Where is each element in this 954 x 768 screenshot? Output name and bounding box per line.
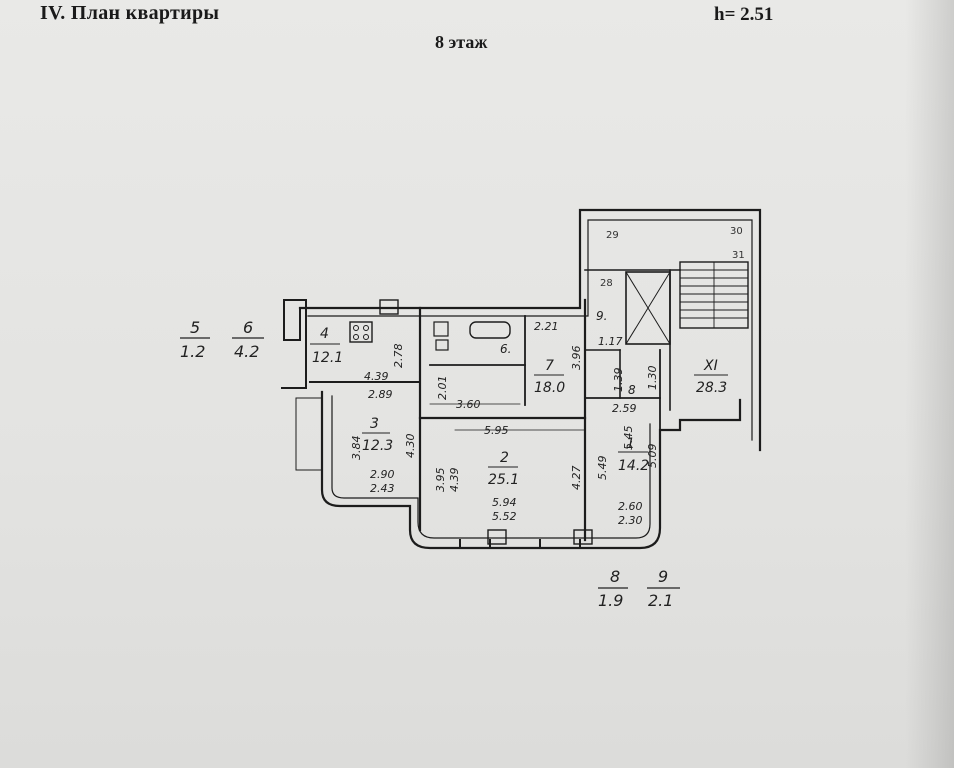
dimension: 1.17: [598, 335, 623, 348]
dimension: 3.60: [456, 398, 481, 411]
dimension: 4.27: [570, 466, 583, 491]
stair-number: 30: [730, 226, 743, 237]
left-wall: [281, 299, 307, 389]
side-area-number: 9: [658, 567, 668, 586]
side-area-value: 4.2: [234, 342, 259, 361]
dimension: 3.84: [350, 436, 363, 461]
room-area: 28.3: [696, 380, 727, 396]
side-area-value: 2.1: [648, 591, 673, 610]
dimension: 2.21: [534, 320, 559, 333]
room-number: 3: [370, 416, 379, 432]
dimension: 2.60: [618, 500, 643, 513]
room-number: 9.: [596, 309, 607, 323]
room-number: 7: [545, 358, 554, 374]
dimension-line: [429, 403, 586, 431]
window-block: [379, 299, 399, 315]
dimension: 3.95: [434, 468, 447, 493]
stair-number: 31: [732, 250, 745, 261]
burner: [353, 334, 359, 340]
dimension: 2.43: [370, 482, 395, 495]
dimension: 1.39: [612, 368, 625, 393]
room-area: 18.0: [534, 380, 565, 396]
dimension: 2.78: [392, 344, 405, 369]
room-number: 2: [500, 450, 509, 466]
dimension: 2.01: [436, 376, 449, 401]
dimension: 4.39: [448, 468, 461, 493]
outer-wall: [298, 208, 762, 452]
toilet: [433, 321, 449, 337]
dimension: 5.94: [492, 496, 517, 509]
dimension: 1.30: [646, 366, 659, 391]
dimension: 5.09: [646, 444, 659, 469]
side-area-number: 8: [610, 567, 620, 586]
outer-wall-inner: [307, 219, 753, 441]
dimension: 5.52: [492, 510, 517, 523]
room-area: 12.3: [362, 438, 393, 454]
window-block: [573, 529, 593, 545]
room-number: 8: [628, 383, 636, 397]
dimension: 2.89: [368, 388, 393, 401]
sink: [435, 339, 449, 351]
dimension: 2.30: [618, 514, 643, 527]
stair-number: 28: [600, 278, 613, 289]
stair-number: 29: [606, 230, 619, 241]
window-block: [487, 529, 507, 545]
floor-label: 8 этаж: [435, 32, 488, 52]
side-area-number: 6: [243, 318, 253, 337]
room-number: XI: [703, 358, 718, 374]
room-number: 6.: [500, 342, 511, 356]
burner: [363, 325, 369, 331]
room-number: 4: [320, 326, 329, 342]
stair-steps: [679, 261, 749, 329]
page-fold-shadow: [905, 0, 954, 768]
ceiling-height: h= 2.51: [714, 4, 774, 25]
side-area-number: 5: [190, 318, 200, 337]
left-lower-wall: [320, 390, 742, 550]
side-area-value: 1.2: [180, 342, 205, 361]
room-area: 25.1: [488, 472, 519, 488]
dimension: 4.30: [404, 434, 417, 459]
dimension: 5.45: [622, 426, 635, 451]
room-area: 14.2: [618, 458, 649, 474]
dimension: 4.39: [364, 370, 389, 383]
left-lower-wall-inner: [331, 395, 651, 539]
plan-title: IV. План квартиры: [40, 2, 220, 24]
dimension: 2.90: [370, 468, 395, 481]
dimension: 5.95: [484, 424, 509, 437]
side-area-value: 1.9: [598, 591, 623, 610]
dimension: 2.59: [612, 402, 637, 415]
dimension: 5.49: [596, 456, 609, 481]
room-area: 12.1: [312, 350, 343, 366]
dimension: 3.96: [570, 346, 583, 371]
burner: [353, 325, 359, 331]
room-number: 1: [626, 436, 635, 452]
bathtub: [469, 321, 511, 339]
elevator-cross: [625, 271, 671, 345]
stove: [349, 321, 373, 343]
balcony-outline: [295, 397, 323, 471]
window: [459, 539, 581, 549]
burner: [363, 334, 369, 340]
elevator-shaft: [625, 271, 671, 345]
